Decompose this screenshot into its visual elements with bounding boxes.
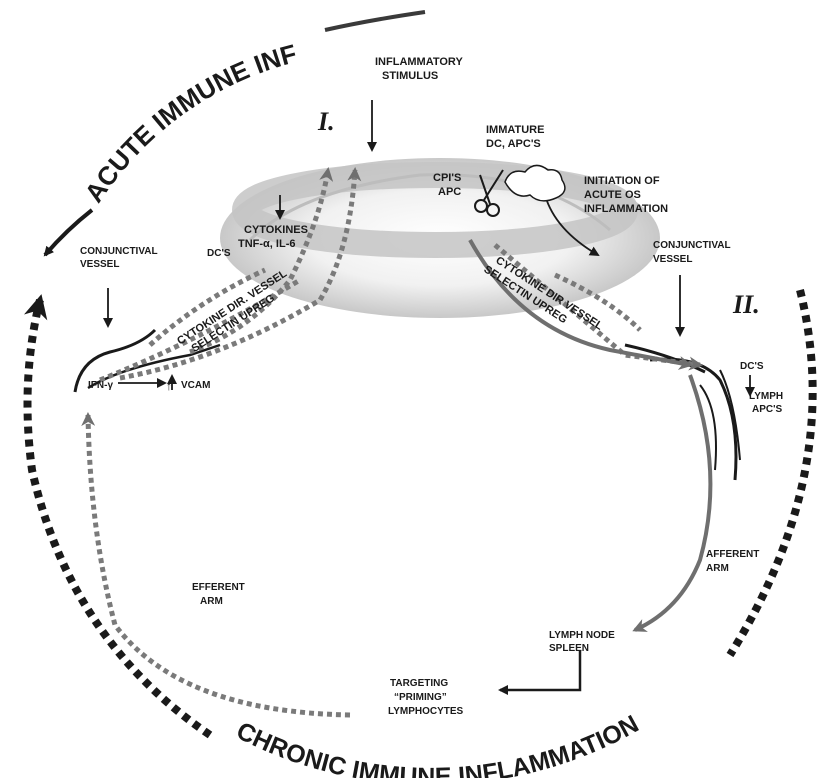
dcs-right-label: DC'S — [740, 361, 764, 372]
efferent-arm-label: EFFERENT ARM — [192, 582, 248, 607]
ifn-gamma-label: IFN-γ — [88, 380, 113, 391]
lymph-node-label: LYMPH NODE SPLEEN — [549, 630, 618, 654]
chronic-arc — [28, 290, 813, 735]
phase-one-label: I. — [317, 107, 335, 136]
chronic-arc-title: CHRONIC IMMUNE INFLAMMATION — [232, 710, 643, 778]
immature-dc-label: IMMATURE DC, APC'S — [486, 124, 548, 150]
phase-two-label: II. — [732, 290, 760, 319]
inflammatory-stimulus-label: INFLAMMATORY STIMULUS — [375, 56, 466, 82]
dcs-left-label: DC'S — [207, 248, 231, 259]
lymph-to-targeting-arrow — [500, 650, 580, 690]
up-arrow-icon: ↑ — [166, 379, 172, 393]
conjunctival-vessel-left-label: CONJUNCTIVAL VESSEL — [80, 246, 160, 270]
targeting-label: TARGETING “PRIMING” LYMPHOCYTES — [388, 678, 464, 717]
lymph-apcs-label: LYMPH APC'S — [749, 391, 786, 415]
afferent-arm-label: AFFERENT ARM — [706, 549, 762, 574]
vcam-label: VCAM — [181, 380, 210, 391]
conjunctival-vessel-right-label: CONJUNCTIVAL VESSEL — [653, 240, 733, 265]
initiation-label: INITIATION OF ACUTE OS INFLAMMATION — [584, 175, 668, 215]
